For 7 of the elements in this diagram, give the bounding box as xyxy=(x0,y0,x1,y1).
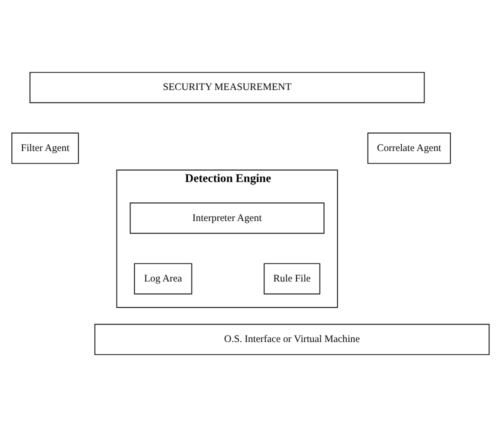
node-box: Correlate Agent xyxy=(367,132,451,164)
node-box: Rule File xyxy=(264,262,320,294)
node-box: Interpreter Agent xyxy=(130,202,324,234)
node-box: Log Area xyxy=(134,262,192,294)
node-box: SECURITY MEASUREMENT xyxy=(30,71,425,103)
node-box: Filter Agent xyxy=(11,132,79,164)
node-box: O.S. Interface or Virtual Machine xyxy=(94,323,490,355)
